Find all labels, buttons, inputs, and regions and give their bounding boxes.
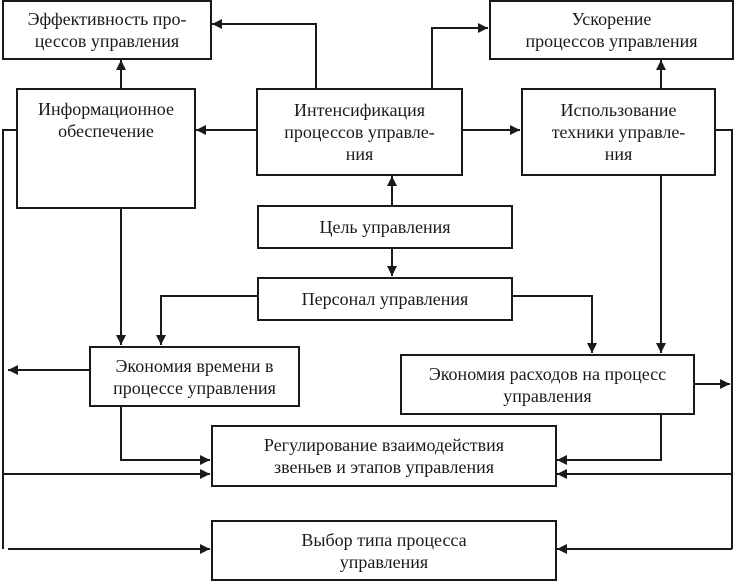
node-goal: Цель управления	[257, 205, 513, 249]
node-cost-saving: Экономия расходов на процесс управления	[400, 354, 695, 415]
node-process-type: Выбор типа процесса управления	[211, 520, 557, 581]
node-personnel: Персонал управления	[257, 277, 513, 321]
node-technology: Использование техники управле- ния	[521, 88, 716, 176]
node-intensification: Интенсификация процессов управле- ния	[256, 88, 463, 176]
left-trunk	[2, 129, 16, 549]
node-time-saving: Экономия времени в процессе управления	[89, 346, 300, 407]
edge-personnel-time-saving	[156, 295, 257, 345]
edge-intensification-efficiency	[212, 19, 317, 88]
right-trunk	[715, 129, 733, 549]
node-acceleration: Ускорение процессов управления	[489, 0, 734, 60]
edge-personnel-cost-saving	[512, 295, 597, 353]
node-information: Информационное обеспечение	[16, 88, 196, 209]
node-regulation: Регулирование взаимодействия звеньев и э…	[211, 425, 557, 487]
edge-intensification-acceleration	[431, 23, 488, 88]
node-efficiency: Эффективность про- цессов управления	[2, 0, 212, 60]
edge-cost-saving-regulation	[557, 414, 662, 465]
edge-time-saving-regulation	[120, 406, 210, 465]
